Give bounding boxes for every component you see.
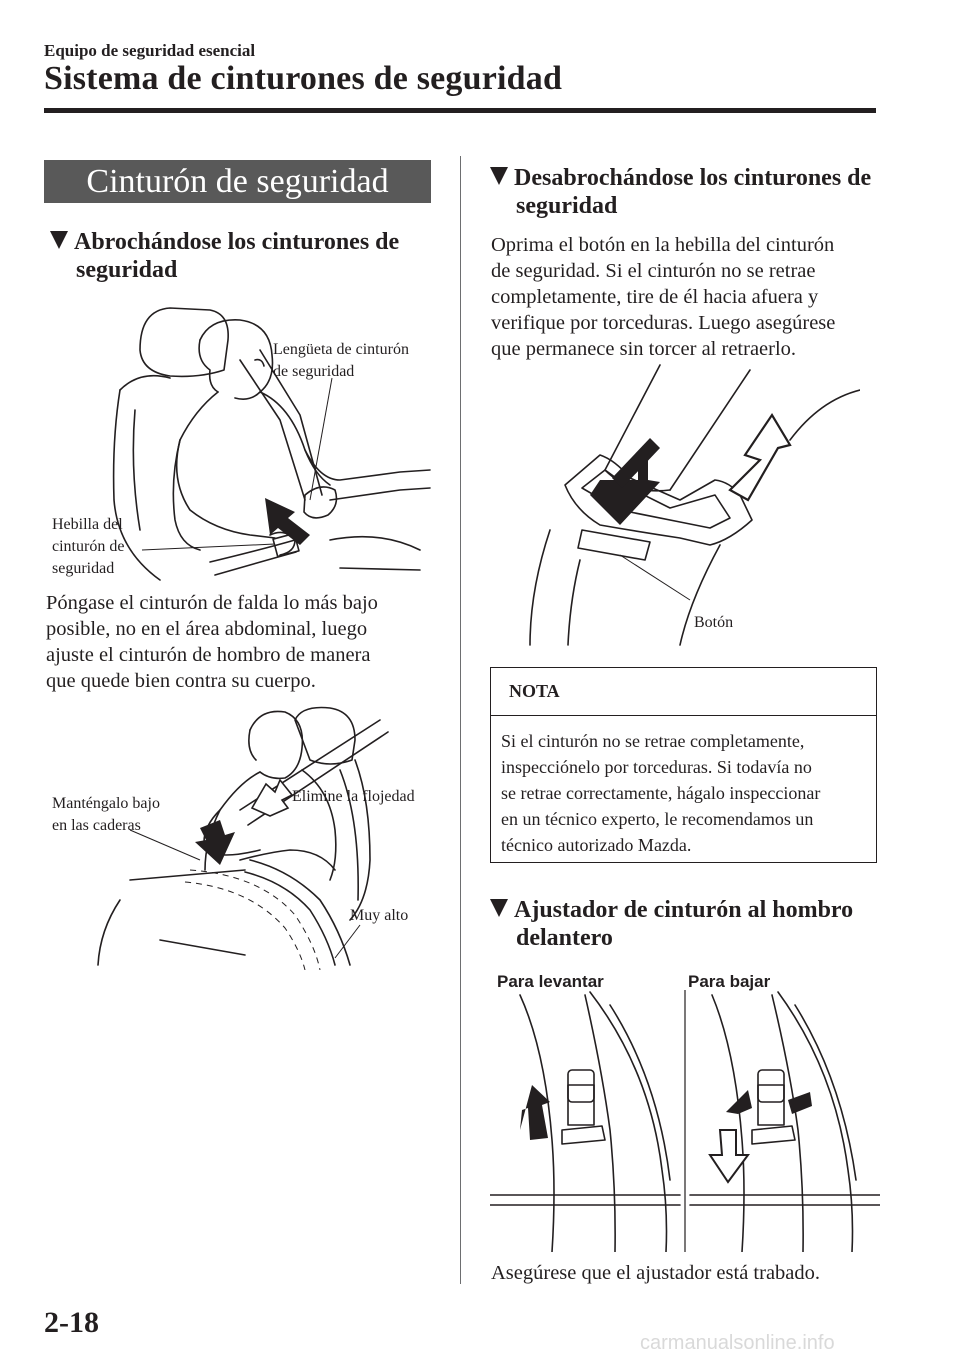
label-keep-low: Manténgalo bajo en las caderas	[52, 795, 160, 834]
shoulder-adjuster-illustration	[490, 990, 880, 1252]
heading-shoulder-adjuster: Ajustador de cinturón al hombro delanter…	[490, 896, 890, 952]
note-title: NOTA	[491, 668, 876, 716]
page-number: 2-18	[44, 1306, 99, 1339]
page-title: Sistema de cinturones de seguridad	[44, 60, 563, 97]
adjuster-caption: Asegúrese que el ajustador está trabado.	[491, 1262, 821, 1284]
section-kicker: Equipo de seguridad esencial	[44, 41, 256, 60]
label-too-high: Muy alto	[350, 907, 409, 924]
lap-belt-position-illustration	[97, 706, 389, 970]
buckle-release-illustration	[529, 364, 860, 646]
column-divider	[460, 156, 461, 1284]
header-rule	[44, 108, 876, 113]
label-tongue: Lengüeta de cinturón de seguridad	[273, 341, 409, 380]
note-body: Si el cinturón no se retrae completament…	[501, 731, 821, 855]
note-box: NOTA Si el cinturón no se retrae complet…	[490, 667, 877, 863]
triangle-bullet-icon	[50, 231, 68, 249]
unfasten-instructions: Oprima el botón en la hebilla del cintur…	[491, 234, 836, 360]
watermark: carmanualsonline.info	[640, 1332, 835, 1354]
triangle-bullet-icon	[490, 167, 508, 185]
fasten-belt-illustration	[112, 307, 431, 581]
section-banner: Cinturón de seguridad	[44, 160, 431, 203]
triangle-bullet-icon	[490, 899, 508, 917]
label-remove-slack: Elimine la flojedad	[292, 788, 415, 805]
label-raise: Para levantar	[497, 972, 604, 991]
fasten-instructions: Póngase el cinturón de falda lo más bajo…	[46, 592, 378, 692]
heading-fastening: Abrochándose los cinturones de seguridad	[50, 228, 450, 284]
heading-unfastening: Desabrochándose los cinturones de seguri…	[490, 164, 890, 220]
label-button: Botón	[694, 614, 734, 631]
label-buckle: Hebilla del cinturón de seguridad	[52, 516, 125, 577]
label-lower: Para bajar	[688, 972, 771, 991]
